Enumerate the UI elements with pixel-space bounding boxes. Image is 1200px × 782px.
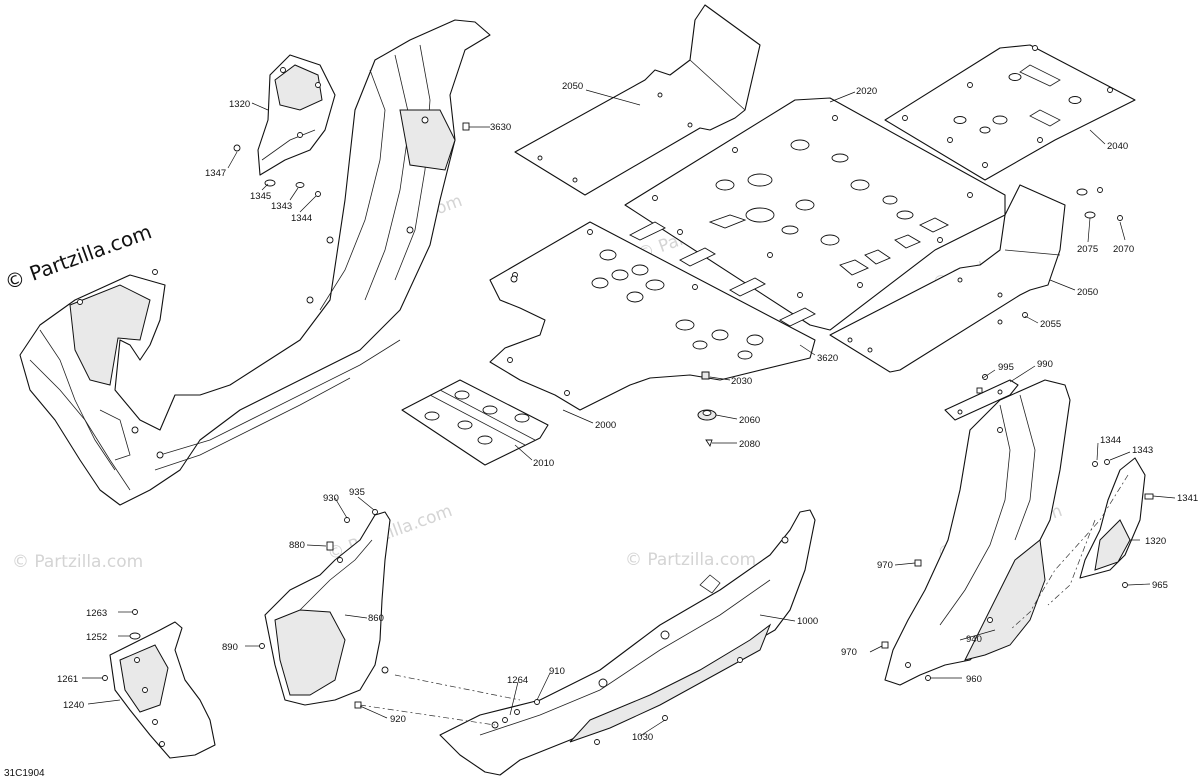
front-lower-panel-860: [264, 511, 391, 706]
rocker-panel-1000: [439, 509, 816, 776]
callout-2050: 2050: [562, 81, 583, 92]
callout-labels: 1320 1347 1345 1343 1344 3630 2050 2020 …: [57, 81, 1198, 743]
callout-990: 990: [1037, 359, 1053, 370]
callout-890: 890: [222, 642, 238, 653]
left-side-panel: [19, 19, 491, 506]
assembly-line: [394, 674, 521, 701]
grommet-2060: [697, 409, 717, 421]
callout-1030: 1030: [632, 732, 653, 743]
bracket-990: [944, 379, 1019, 421]
callout-1347: 1347: [205, 168, 226, 179]
callout-1320: 1320: [1145, 536, 1166, 547]
bumper-corner-1240: [109, 621, 216, 759]
nut-2030: [701, 371, 710, 380]
callout-1343: 1343: [271, 201, 292, 212]
callout-1343: 1343: [1132, 445, 1153, 456]
assembly-line: [359, 704, 496, 726]
screw-2080: [705, 439, 713, 448]
assembly-line: [1047, 519, 1096, 606]
callout-2030: 2030: [731, 376, 752, 387]
callout-995: 995: [998, 362, 1014, 373]
callout-960: 960: [966, 674, 982, 685]
skid-plate-2010: [401, 379, 549, 466]
callout-860: 860: [368, 613, 384, 624]
callout-920: 920: [390, 714, 406, 725]
callout-1261: 1261: [57, 674, 78, 685]
callout-935: 935: [349, 487, 365, 498]
callout-970: 970: [877, 560, 893, 571]
callout-2080: 2080: [739, 439, 760, 450]
callout-2010: 2010: [533, 458, 554, 469]
callout-2050: 2050: [1077, 287, 1098, 298]
diagram-code: 31C1904: [4, 768, 45, 779]
callout-1000: 1000: [797, 616, 818, 627]
floor-panel-2000: [489, 221, 816, 411]
callout-1344: 1344: [1100, 435, 1121, 446]
callout-3630: 3630: [490, 122, 511, 133]
deflector-1320-left: [257, 54, 336, 176]
callout-1240: 1240: [63, 700, 84, 711]
callout-2075: 2075: [1077, 244, 1098, 255]
floor-panel-2050-right: [829, 184, 1066, 373]
callout-2040: 2040: [1107, 141, 1128, 152]
assembly-line: [1009, 474, 1129, 631]
callout-2000: 2000: [595, 420, 616, 431]
watermark-faint: © Partzilla.com: [625, 550, 756, 570]
callout-2055: 2055: [1040, 319, 1061, 330]
callout-1264: 1264: [507, 675, 528, 686]
callout-910: 910: [549, 666, 565, 677]
floor-panel-2040: [884, 44, 1136, 181]
callout-2070: 2070: [1113, 244, 1134, 255]
callout-1345: 1345: [250, 191, 271, 202]
callout-970: 970: [841, 647, 857, 658]
callout-965: 965: [1152, 580, 1168, 591]
deflector-1320-right: [1079, 457, 1146, 579]
callout-940: 940: [966, 634, 982, 645]
floor-panel-2020: [624, 97, 1006, 331]
watermark-faint: © Partzilla.com: [12, 552, 143, 572]
floor-panel-2050-left: [514, 4, 761, 196]
callout-3620: 3620: [817, 353, 838, 364]
callout-1341: 1341: [1177, 493, 1198, 504]
callout-2060: 2060: [739, 415, 760, 426]
callout-1263: 1263: [86, 608, 107, 619]
callout-1344: 1344: [291, 213, 312, 224]
callout-1252: 1252: [86, 632, 107, 643]
leader-lines: [82, 89, 1176, 737]
callout-880: 880: [289, 540, 305, 551]
callout-2020: 2020: [856, 86, 877, 97]
callout-930: 930: [323, 493, 339, 504]
callout-1320: 1320: [229, 99, 250, 110]
right-side-panel-940: [884, 379, 1071, 686]
